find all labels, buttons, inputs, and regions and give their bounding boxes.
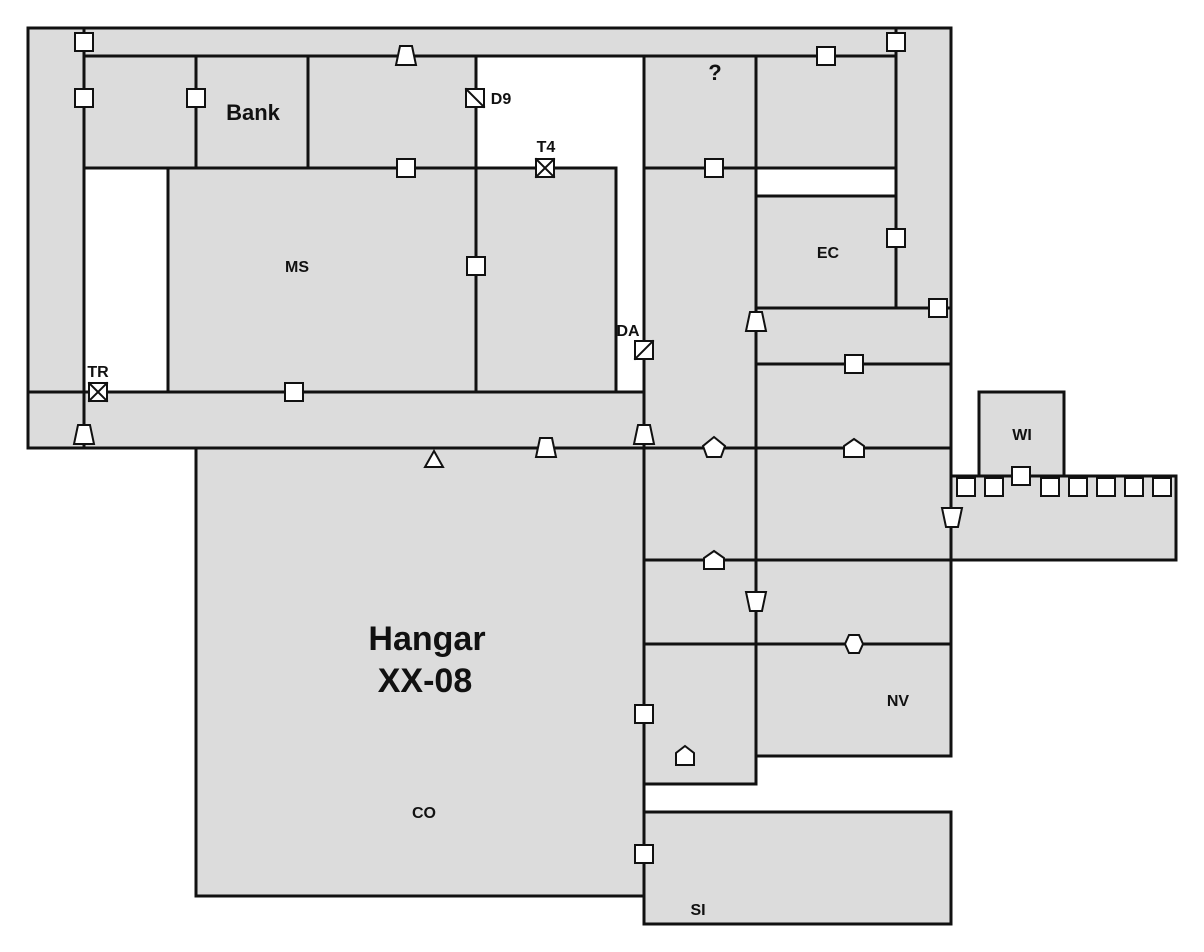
right-corridor: [894, 26, 953, 310]
label-ec: EC: [817, 245, 840, 262]
door-square[interactable]: [74, 88, 94, 108]
label-si: SI: [690, 902, 705, 919]
label-nv: NV: [887, 693, 910, 710]
label-hangar-line1: Hangar: [368, 620, 485, 658]
door-square[interactable]: [284, 382, 304, 402]
door-square[interactable]: [816, 46, 836, 66]
door-square[interactable]: [1124, 477, 1144, 497]
locked-door-icon[interactable]: [534, 157, 556, 179]
room-labels: Bank ? D9 T4 MS EC DA TR WI Hangar XX-08…: [87, 60, 1031, 919]
upper-wing: [26, 26, 953, 58]
door-square[interactable]: [466, 256, 486, 276]
trapezoid-down-icon[interactable]: [940, 507, 964, 528]
label-t4: T4: [537, 139, 556, 156]
room-top-1: [82, 54, 198, 170]
label-wi: WI: [1012, 427, 1032, 444]
room-ms: [166, 166, 478, 394]
door-square[interactable]: [186, 88, 206, 108]
door-square[interactable]: [956, 477, 976, 497]
door-square[interactable]: [634, 704, 654, 724]
door-square[interactable]: [844, 354, 864, 374]
trapezoid-up-icon[interactable]: [72, 424, 96, 445]
door-square[interactable]: [634, 844, 654, 864]
trapezoid-down-icon[interactable]: [744, 591, 768, 612]
triangle-icon[interactable]: [423, 448, 445, 468]
trapezoid-up-icon[interactable]: [632, 424, 656, 445]
door-square[interactable]: [1011, 466, 1031, 486]
room-wi: [977, 390, 1066, 478]
door-square[interactable]: [396, 158, 416, 178]
trapezoid-up-icon[interactable]: [394, 45, 418, 66]
label-ms: MS: [285, 259, 309, 276]
label-tr: TR: [87, 364, 109, 381]
room-unknown: [642, 54, 758, 170]
door-square[interactable]: [1152, 477, 1172, 497]
room-top-3: [306, 54, 478, 170]
trapezoid-up-icon[interactable]: [534, 437, 558, 458]
room-areas: [26, 26, 1178, 926]
door-square[interactable]: [1068, 477, 1088, 497]
pentagon-icon[interactable]: [703, 549, 725, 570]
east-block: [754, 306, 953, 758]
locked-door-icon[interactable]: [633, 339, 655, 361]
pentagon-icon[interactable]: [675, 744, 695, 766]
label-bank: Bank: [226, 100, 281, 125]
door-square[interactable]: [704, 158, 724, 178]
locked-door-icon[interactable]: [464, 87, 486, 109]
label-unknown: ?: [708, 60, 721, 85]
label-d9: D9: [491, 91, 512, 108]
door-markers: [72, 32, 1172, 864]
room-ms-east: [474, 166, 618, 394]
label-hangar-line2: XX-08: [378, 662, 473, 700]
door-square[interactable]: [984, 477, 1004, 497]
door-square[interactable]: [74, 32, 94, 52]
room-top-ne: [754, 54, 898, 170]
label-co: CO: [412, 805, 436, 822]
door-square[interactable]: [928, 298, 948, 318]
locked-door-icon[interactable]: [87, 381, 109, 403]
pentagon-icon[interactable]: [843, 437, 865, 458]
pentagon-icon[interactable]: [701, 435, 727, 458]
room-hangar: [194, 446, 646, 898]
door-square[interactable]: [1096, 477, 1116, 497]
door-square[interactable]: [886, 228, 906, 248]
hexagon-icon[interactable]: [843, 634, 865, 654]
label-da: DA: [616, 323, 640, 340]
door-square[interactable]: [1040, 477, 1060, 497]
trapezoid-up-icon[interactable]: [744, 311, 768, 332]
door-square[interactable]: [886, 32, 906, 52]
central-corridor: [642, 166, 758, 786]
